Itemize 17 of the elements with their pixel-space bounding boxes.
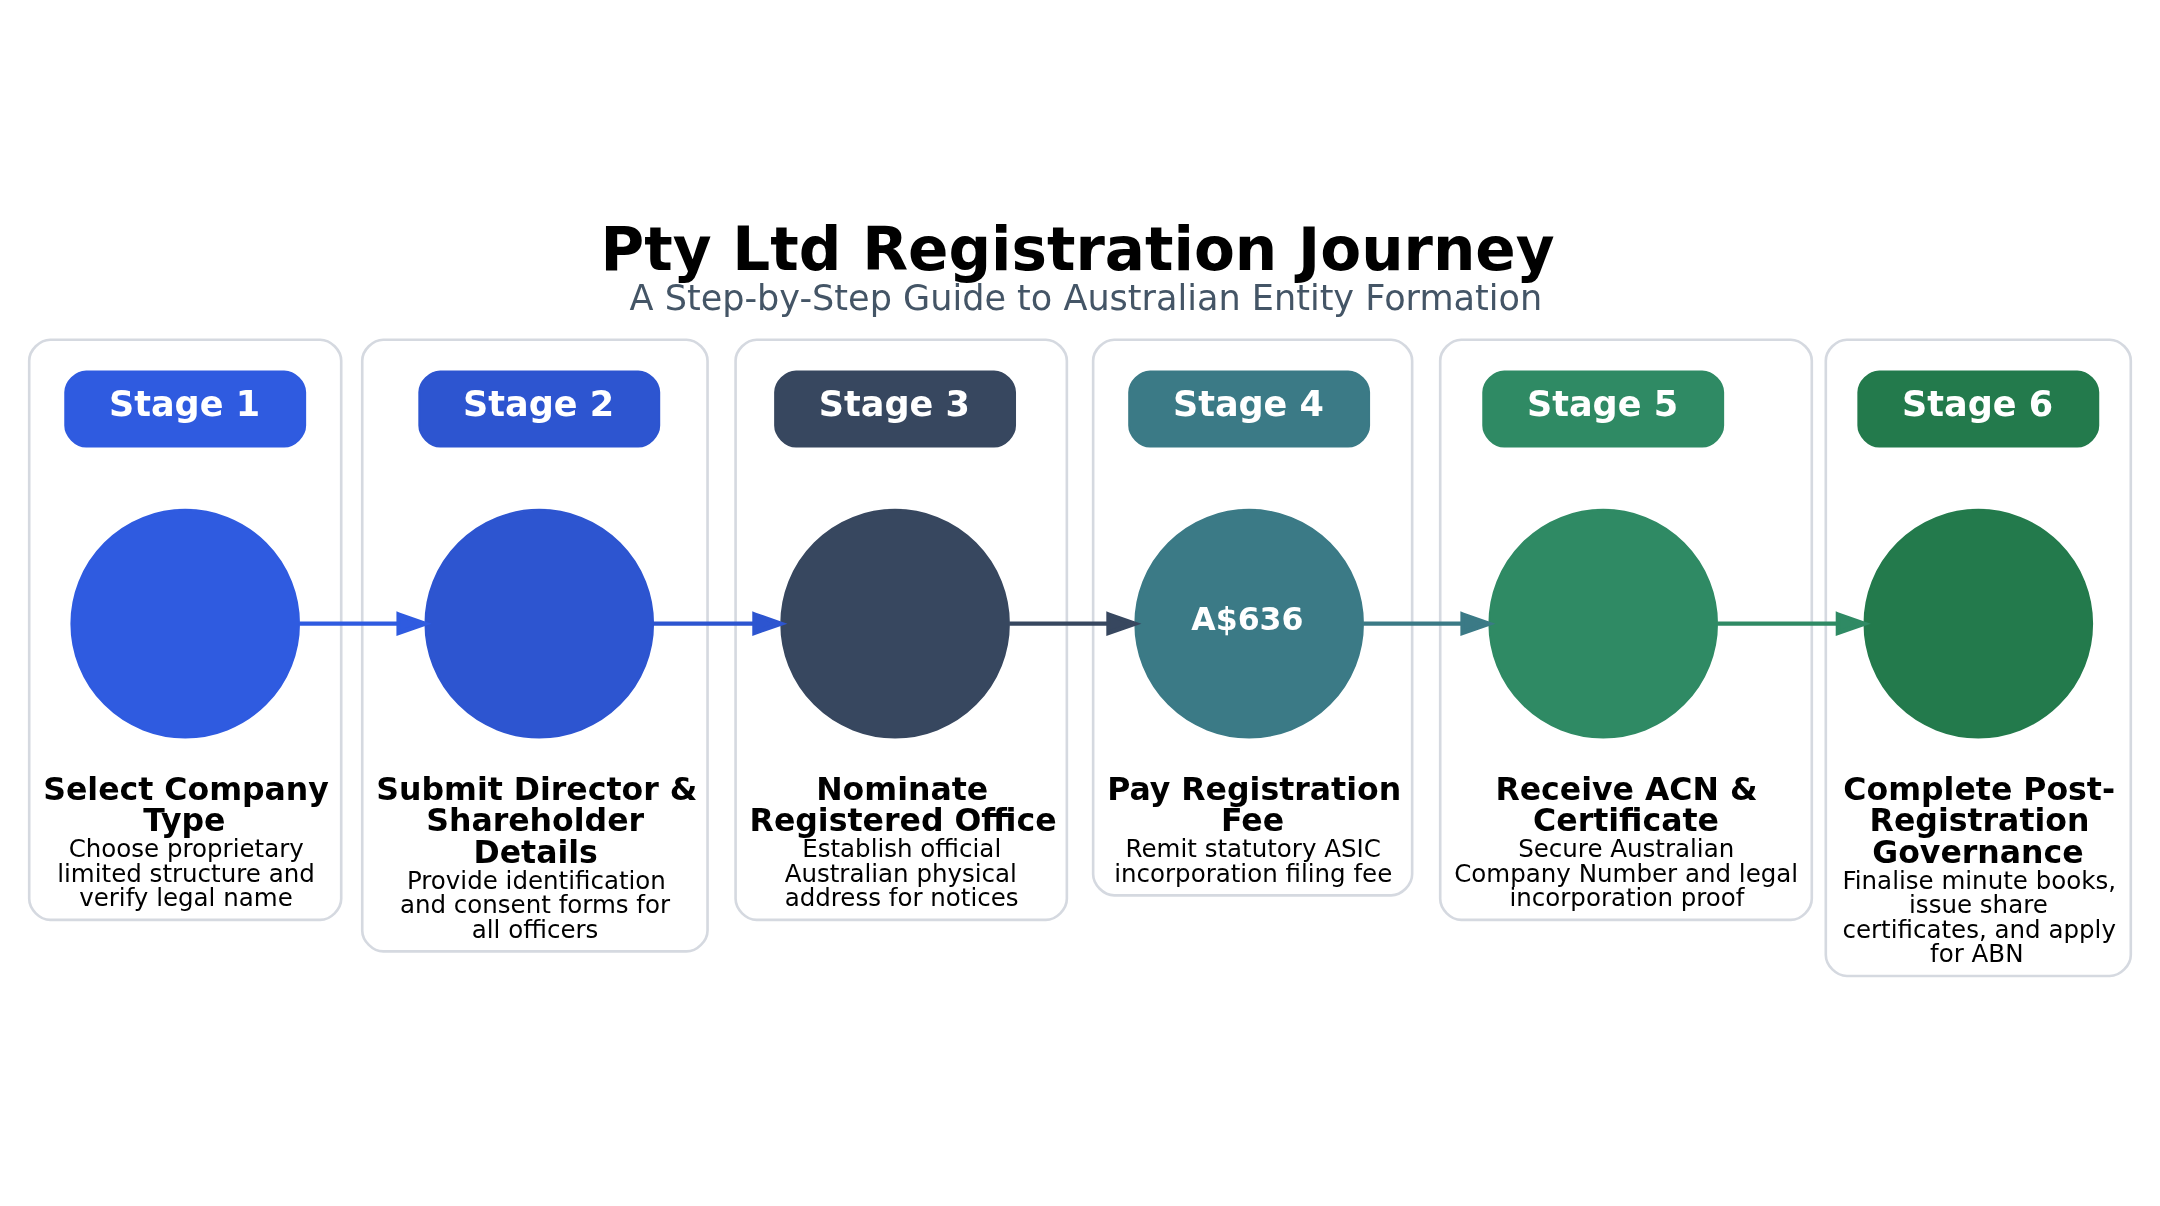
node-box: Stage 6 — [1857, 369, 2100, 447]
node-circle: A$636 — [1134, 508, 1364, 738]
arrow — [1717, 610, 1871, 636]
node-box: Stage 2 — [418, 369, 661, 447]
arrow — [653, 610, 788, 636]
arrow — [1363, 610, 1496, 636]
arrow — [1009, 610, 1142, 636]
arrow — [299, 610, 432, 636]
node-circle — [780, 508, 1010, 738]
node-box: Stage 4 — [1128, 369, 1371, 447]
node-box: Stage 1 — [64, 369, 307, 447]
node-circle — [1488, 508, 1718, 738]
node-box: Stage 5 — [1482, 369, 1725, 447]
node-circle — [424, 508, 655, 738]
node-circle — [70, 508, 300, 738]
node-box: Stage 3 — [774, 369, 1017, 447]
node-circle — [1863, 508, 2094, 738]
